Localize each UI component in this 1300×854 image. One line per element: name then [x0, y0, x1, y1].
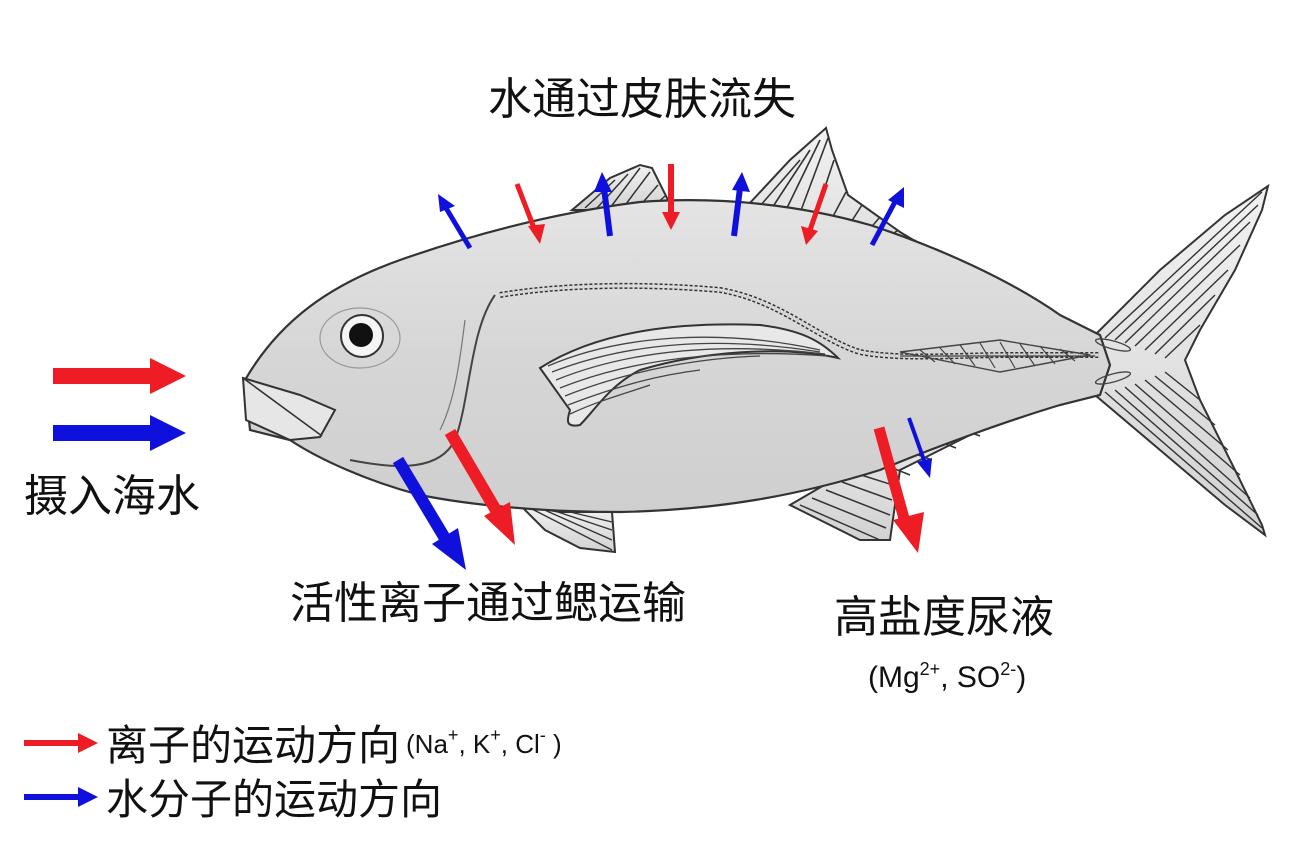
ion-arrow-skin-2 — [662, 164, 680, 230]
gill-ion-transport-label: 活性离子通过鳃运输 — [290, 578, 686, 629]
so-symbol: , SO — [940, 661, 1001, 694]
lateral-line — [499, 282, 1100, 373]
cl-symbol: , Cl — [500, 729, 540, 759]
ion-arrow-urine — [873, 426, 924, 553]
intake-arrows — [53, 358, 186, 451]
pectoral-fin — [538, 323, 842, 427]
so-charge: 2- — [1000, 659, 1017, 679]
ion-arrow-skin-3 — [801, 183, 829, 245]
mg-charge: 2+ — [919, 659, 941, 679]
gill-arrows — [392, 428, 515, 570]
legend-ion-label: 离子的运动方向 — [106, 721, 401, 770]
ion-arrow-skin-1 — [514, 183, 545, 244]
urine-ions-label: (Mg2+, SO2-) — [868, 660, 1026, 693]
pelvic-fin — [517, 503, 617, 554]
close-paren: ) — [545, 729, 562, 759]
water-arrow-urine — [907, 417, 932, 478]
mg-symbol: (Mg — [868, 661, 920, 694]
fish-mouth — [241, 376, 337, 442]
legend-water: 水分子的运动方向 — [24, 766, 442, 827]
water-arrow-skin-2 — [594, 172, 613, 237]
water-arrow-intake — [53, 415, 186, 451]
legend-water-label: 水分子的运动方向 — [106, 775, 443, 824]
skin-water-loss-label: 水通过皮肤流失 — [488, 74, 796, 125]
high-salinity-urine-label: 高盐度尿液 — [834, 592, 1054, 643]
water-arrow-skin-4 — [869, 187, 904, 247]
legend-ion-list: (Na+, K+, Cl- ) — [406, 725, 562, 760]
na-symbol: (Na — [406, 729, 448, 759]
water-arrow-gill — [392, 456, 466, 570]
cl-charge: - — [539, 725, 546, 745]
intake-seawater-label: 摄入海水 — [24, 471, 200, 522]
water-arrow-skin-1 — [438, 194, 473, 250]
tail-peduncle — [1094, 338, 1132, 385]
k-charge: + — [490, 725, 501, 745]
urine-arrows — [873, 417, 932, 553]
water-arrow-skin-3 — [731, 172, 750, 237]
na-charge: + — [447, 725, 459, 745]
k-symbol: , K — [458, 729, 491, 759]
legend-ion: 离子的运动方向 (Na+, K+, Cl- ) — [24, 712, 562, 773]
blue-arrow-icon — [24, 786, 98, 807]
close-paren: ) — [1016, 661, 1027, 694]
red-arrow-icon — [24, 732, 98, 753]
ion-arrow-intake — [53, 358, 186, 394]
ion-arrow-gill — [444, 428, 515, 545]
caudal-fin — [1094, 183, 1270, 538]
fish-eye — [319, 307, 401, 369]
skin-arrows — [438, 164, 904, 250]
